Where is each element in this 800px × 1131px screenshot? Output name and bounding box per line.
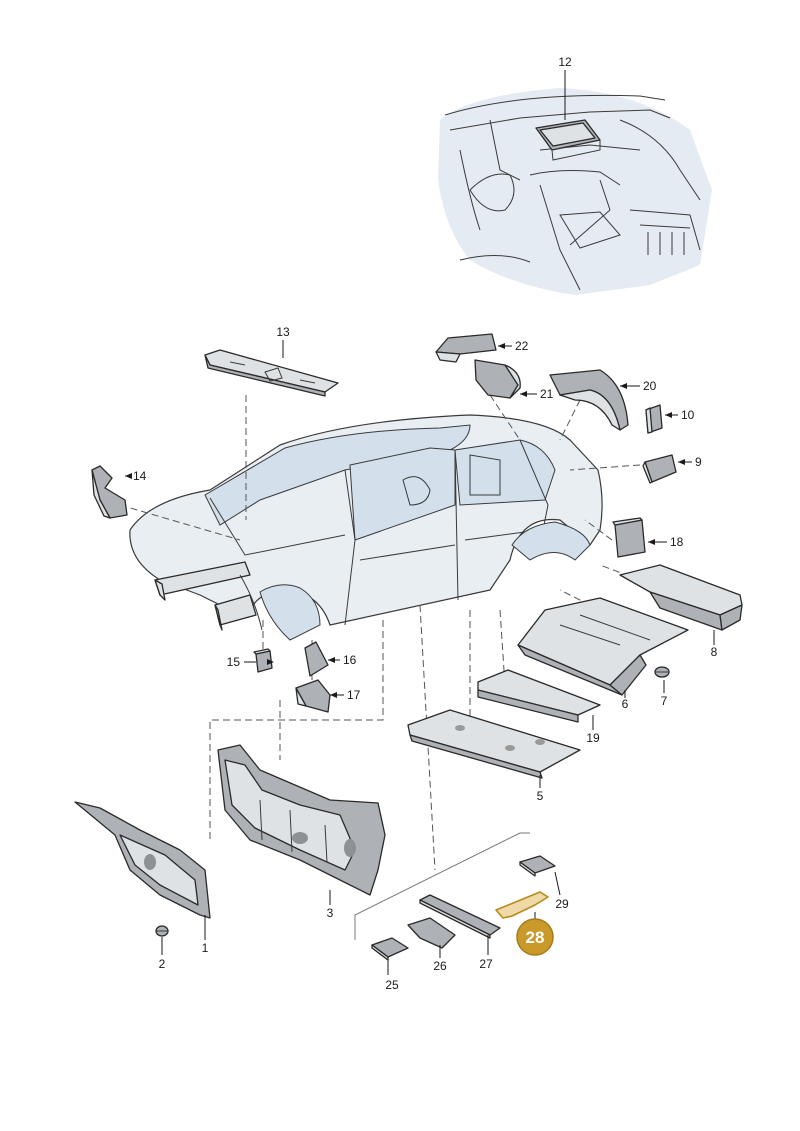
label-21: 21 <box>540 387 554 401</box>
part-27-shape <box>419 894 501 939</box>
label-19: 19 <box>586 731 600 745</box>
part-25-shape <box>371 937 409 961</box>
part-22-shape <box>435 333 497 363</box>
part-9-shape <box>642 454 677 484</box>
part-16-shape <box>304 641 329 677</box>
part-18-shape <box>612 517 646 558</box>
part-10-shape <box>645 404 663 434</box>
part-12-shape <box>535 119 601 161</box>
part-2-shape <box>155 925 169 937</box>
highlight-badge-28: 28 <box>516 918 554 956</box>
part-26-shape <box>407 917 456 949</box>
label-3: 3 <box>327 906 334 920</box>
label-9: 9 <box>695 455 702 469</box>
part-3-shape <box>217 744 386 896</box>
label-26: 26 <box>433 959 447 973</box>
label-1: 1 <box>202 941 209 955</box>
label-18: 18 <box>670 535 684 549</box>
callout-arrowheads <box>125 343 685 698</box>
part-28-shape <box>495 891 549 919</box>
car-body <box>129 414 603 641</box>
part-6-shape <box>517 597 689 696</box>
label-10: 10 <box>681 408 695 422</box>
label-29: 29 <box>555 897 569 911</box>
label-15: 15 <box>227 655 241 669</box>
part-19-shape <box>477 669 601 723</box>
label-2: 2 <box>159 957 166 971</box>
label-16: 16 <box>343 653 357 667</box>
part-29-shape <box>519 855 556 877</box>
label-7: 7 <box>661 694 668 708</box>
badge-circle <box>516 918 554 956</box>
label-13: 13 <box>276 325 290 339</box>
label-14: 14 <box>133 469 147 483</box>
part-20-shape <box>549 369 629 431</box>
part-1-shape <box>74 801 211 919</box>
label-12: 12 <box>558 55 572 69</box>
callout-labels: 12 13 22 21 20 10 9 14 18 8 6 7 19 5 15 … <box>133 55 718 992</box>
dashboard-inset <box>438 88 712 295</box>
label-8: 8 <box>711 645 718 659</box>
label-20: 20 <box>643 379 657 393</box>
label-28: 28 <box>526 928 545 947</box>
label-25: 25 <box>385 978 399 992</box>
label-17: 17 <box>347 688 361 702</box>
label-5: 5 <box>537 789 544 803</box>
part-8-shape <box>619 564 743 631</box>
part-21-shape <box>474 359 521 399</box>
part-5-shape <box>407 709 581 779</box>
part-15-shape <box>253 648 273 673</box>
label-6: 6 <box>622 697 629 711</box>
part-14-shape <box>91 465 128 519</box>
label-22: 22 <box>515 339 529 353</box>
part-17-shape <box>295 679 331 713</box>
part-13-shape <box>204 349 339 397</box>
label-27: 27 <box>479 957 493 971</box>
part-group-bracket <box>354 832 530 940</box>
part-7-shape <box>654 666 670 678</box>
